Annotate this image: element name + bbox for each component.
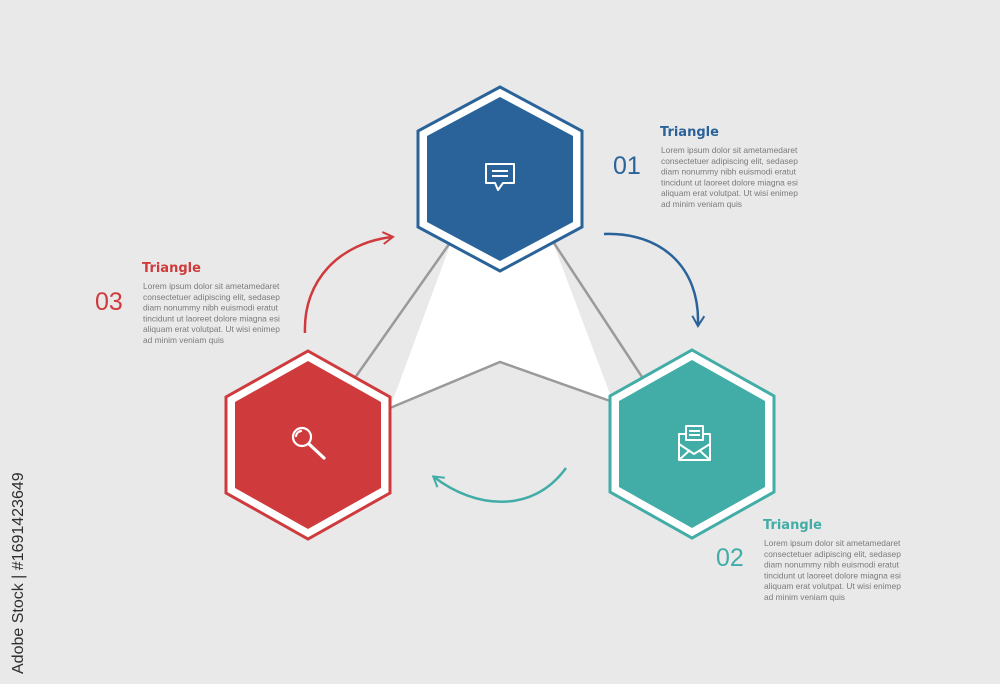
arrow-1-to-2 bbox=[603, 232, 706, 328]
arrow-2-to-3 bbox=[431, 467, 568, 503]
arrow-3-to-1 bbox=[303, 231, 395, 334]
step-1-hexagon bbox=[416, 85, 584, 273]
magnifier-icon bbox=[291, 426, 326, 460]
step-2-title: Triangle bbox=[763, 518, 822, 533]
speech-bubble-icon bbox=[485, 163, 515, 191]
step-3-number: 03 bbox=[95, 288, 123, 316]
stock-watermark-id: Adobe Stock | #1691423649 bbox=[10, 472, 27, 674]
step-2-description: Lorem ipsum dolor sit ametamedaret conse… bbox=[764, 538, 903, 602]
step-1-number: 01 bbox=[613, 152, 641, 180]
open-envelope-icon bbox=[678, 425, 711, 461]
step-3-title: Triangle bbox=[142, 261, 201, 276]
step-2-number: 02 bbox=[716, 544, 744, 572]
step-1-title: Triangle bbox=[660, 125, 719, 140]
step-1-description: Lorem ipsum dolor sit ametamedaret conse… bbox=[661, 145, 800, 209]
triangle-connector-lines bbox=[350, 239, 646, 410]
step-2-hexagon bbox=[608, 348, 776, 540]
step-3-description: Lorem ipsum dolor sit ametamedaret conse… bbox=[143, 281, 282, 345]
step-2-text-block: 02 Triangle Lorem ipsum dolor sit ametam… bbox=[716, 518, 903, 602]
step-1-text-block: 01 Triangle Lorem ipsum dolor sit ametam… bbox=[613, 125, 800, 209]
step-3-text-block: 03 Triangle Lorem ipsum dolor sit ametam… bbox=[95, 261, 282, 345]
center-triangle bbox=[390, 240, 613, 408]
